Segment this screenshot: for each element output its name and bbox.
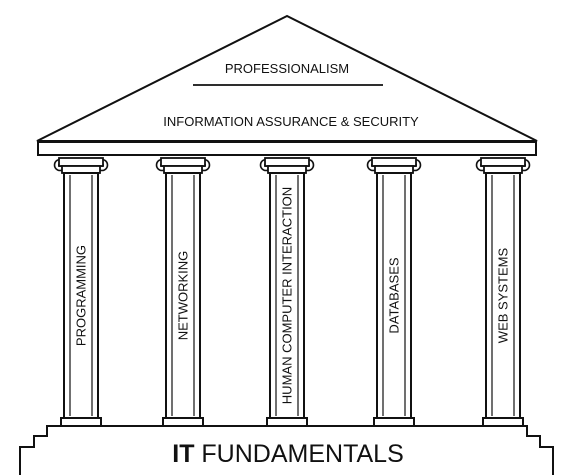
roof-middle-label: INFORMATION ASSURANCE & SECURITY [163, 114, 419, 129]
pillar: DATABASES [366, 157, 422, 427]
pillar-capital-neck [483, 165, 523, 174]
pillar-label: HUMAN COMPUTER INTERACTION [280, 187, 295, 404]
foundation-label: IT FUNDAMENTALS [172, 440, 404, 468]
pillar: PROGRAMMING [53, 157, 109, 427]
pillar: NETWORKING [155, 157, 211, 427]
pillar-base [60, 417, 102, 427]
pillar-base [482, 417, 524, 427]
pillar-capital-neck [267, 165, 307, 174]
pillar: WEB SYSTEMS [475, 157, 531, 427]
foundation-label-bold: IT [172, 440, 194, 468]
pillar-capital-neck [163, 165, 203, 174]
pillar-capital [264, 157, 310, 167]
pillar-label: PROGRAMMING [74, 245, 89, 346]
roof-top-label: PROFESSIONALISM [225, 61, 349, 76]
pillar-capital [371, 157, 417, 167]
pillar-capital-neck [374, 165, 414, 174]
foundation-label-rest: FUNDAMENTALS [194, 440, 403, 468]
pillar-capital [58, 157, 104, 167]
foundation: IT FUNDAMENTALS [19, 425, 554, 475]
pillar-label: NETWORKING [176, 251, 191, 341]
pillar-label: DATABASES [387, 257, 402, 333]
pillar-base [373, 417, 415, 427]
pillar-capital [160, 157, 206, 167]
pillar-label: WEB SYSTEMS [496, 248, 511, 344]
pillar-base [162, 417, 204, 427]
pillar-base [266, 417, 308, 427]
roof: PROFESSIONALISM INFORMATION ASSURANCE & … [36, 14, 538, 156]
entablature [37, 141, 537, 156]
foundation-steps [19, 425, 554, 475]
pillar-capital [480, 157, 526, 167]
pillar-capital-neck [61, 165, 101, 174]
pillar: HUMAN COMPUTER INTERACTION [259, 157, 315, 427]
pillars: PROGRAMMING NETWORKING HUMAN COMPUTER INTE… [53, 157, 531, 427]
